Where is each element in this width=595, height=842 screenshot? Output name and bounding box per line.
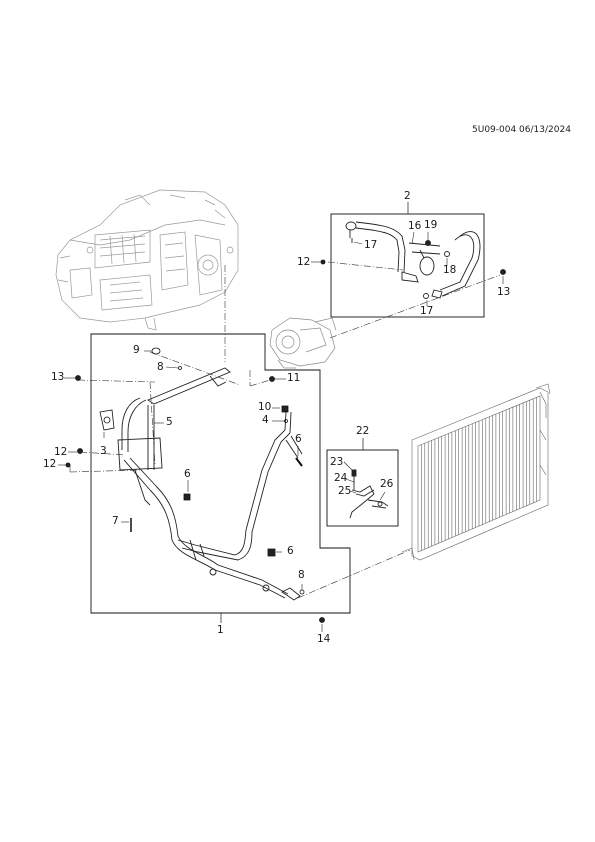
- diagram-code: 5U09-004 06/13/2024: [472, 125, 571, 135]
- part-22-hoses: [349, 469, 389, 519]
- callout-13-right: 13: [497, 286, 511, 298]
- callout-12-lower: 12: [43, 458, 57, 470]
- part-22-frame: [326, 449, 399, 527]
- hvac-module-illustration: [55, 189, 239, 331]
- callout-25: 25: [338, 485, 352, 497]
- callout-3: 3: [100, 445, 107, 457]
- part-2-hoses: [345, 221, 481, 299]
- hose-assembly-frame: [90, 333, 351, 614]
- callout-12-middle: 12: [54, 446, 68, 458]
- callout-22: 22: [356, 425, 370, 437]
- callout-6-middle: 6: [184, 468, 191, 480]
- callout-10: 10: [258, 401, 272, 413]
- callout-12-top: 12: [297, 256, 311, 268]
- callout-6-lower: 6: [287, 545, 294, 557]
- refrigerant-lines: [117, 367, 303, 601]
- callout-9: 9: [133, 344, 140, 356]
- callout-17-bottom: 17: [420, 305, 434, 317]
- callout-19: 19: [424, 219, 438, 231]
- callout-8-top: 8: [157, 361, 164, 373]
- callout-24: 24: [334, 472, 348, 484]
- callout-17-top: 17: [364, 239, 378, 251]
- callout-23: 23: [330, 456, 344, 468]
- callout-13-left: 13: [51, 371, 65, 383]
- callout-leaders: [58, 231, 504, 632]
- callout-2: 2: [404, 190, 411, 202]
- part-2-frame: [330, 213, 485, 318]
- callout-26: 26: [380, 478, 394, 490]
- small-fittings: [65, 259, 506, 623]
- callout-4: 4: [262, 414, 269, 426]
- callout-1: 1: [217, 624, 224, 636]
- callout-6-upper: 6: [295, 433, 302, 445]
- callout-7: 7: [112, 515, 119, 527]
- condenser-illustration: [401, 383, 551, 561]
- callout-14: 14: [317, 633, 331, 645]
- callout-11: 11: [287, 372, 301, 384]
- callout-18: 18: [443, 264, 457, 276]
- callout-5: 5: [166, 416, 173, 428]
- callout-8-bottom: 8: [298, 569, 305, 581]
- compressor-illustration: [269, 317, 337, 369]
- callout-16: 16: [408, 220, 422, 232]
